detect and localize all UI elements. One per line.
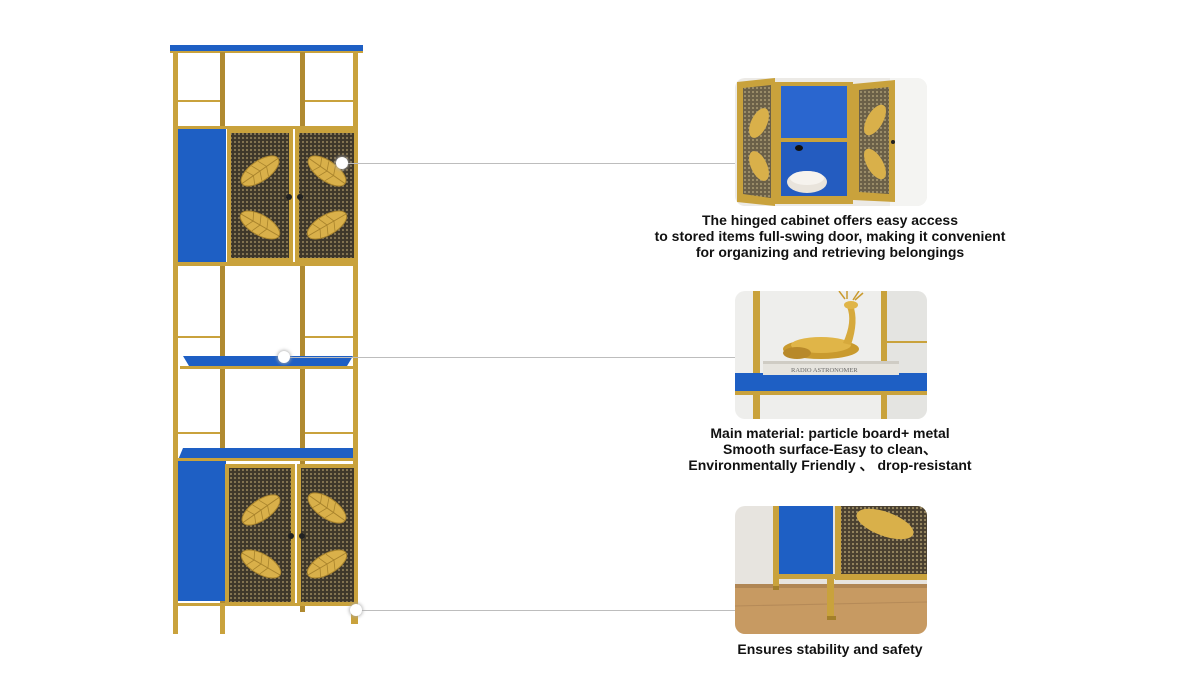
caption-line: Ensures stability and safety [737, 641, 923, 657]
caption-line: Smooth surface-Easy to clean、 [723, 441, 937, 457]
hotspot-dot-1 [336, 157, 348, 169]
caption-material: Main material: particle board+ metal Smo… [610, 425, 1050, 473]
detail-image-shelf-material: RADIO ASTRONOMER [735, 291, 927, 419]
door-knob [286, 194, 292, 200]
door-knob [297, 194, 303, 200]
caption-stability: Ensures stability and safety [610, 641, 1050, 657]
frame-post [220, 52, 225, 612]
caption-line: The hinged cabinet offers easy access [702, 212, 958, 228]
top-board [170, 45, 363, 52]
caption-line: Main material: particle board+ metal [710, 425, 950, 441]
lower-cabinet-top [178, 448, 353, 460]
door-knob [299, 533, 305, 539]
cabinet-product-image [170, 45, 363, 634]
hotspot-dot-3 [350, 604, 362, 616]
caption-line: to stored items full-swing door, making … [654, 228, 1006, 244]
connector-line-3 [356, 610, 736, 611]
caption-hinged-cabinet: The hinged cabinet offers easy access to… [610, 212, 1050, 260]
frame-post [353, 52, 358, 624]
middle-shelf [183, 356, 353, 366]
detail-image-stability [735, 506, 927, 634]
frame-post [173, 52, 178, 634]
detail-image-hinged-cabinet [735, 78, 927, 206]
lower-cabinet-side [178, 461, 226, 601]
upper-cabinet-side [178, 128, 226, 264]
hotspot-dot-2 [278, 351, 290, 363]
foot [220, 606, 225, 634]
book-title: RADIO ASTRONOMER [791, 367, 858, 374]
connector-line-2 [286, 357, 736, 358]
caption-line: Environmentally Friendly 、 drop-resistan… [688, 457, 972, 473]
door-knob [288, 533, 294, 539]
connector-line-1 [344, 163, 736, 164]
frame-post [300, 52, 305, 612]
caption-line: for organizing and retrieving belongings [695, 244, 965, 260]
